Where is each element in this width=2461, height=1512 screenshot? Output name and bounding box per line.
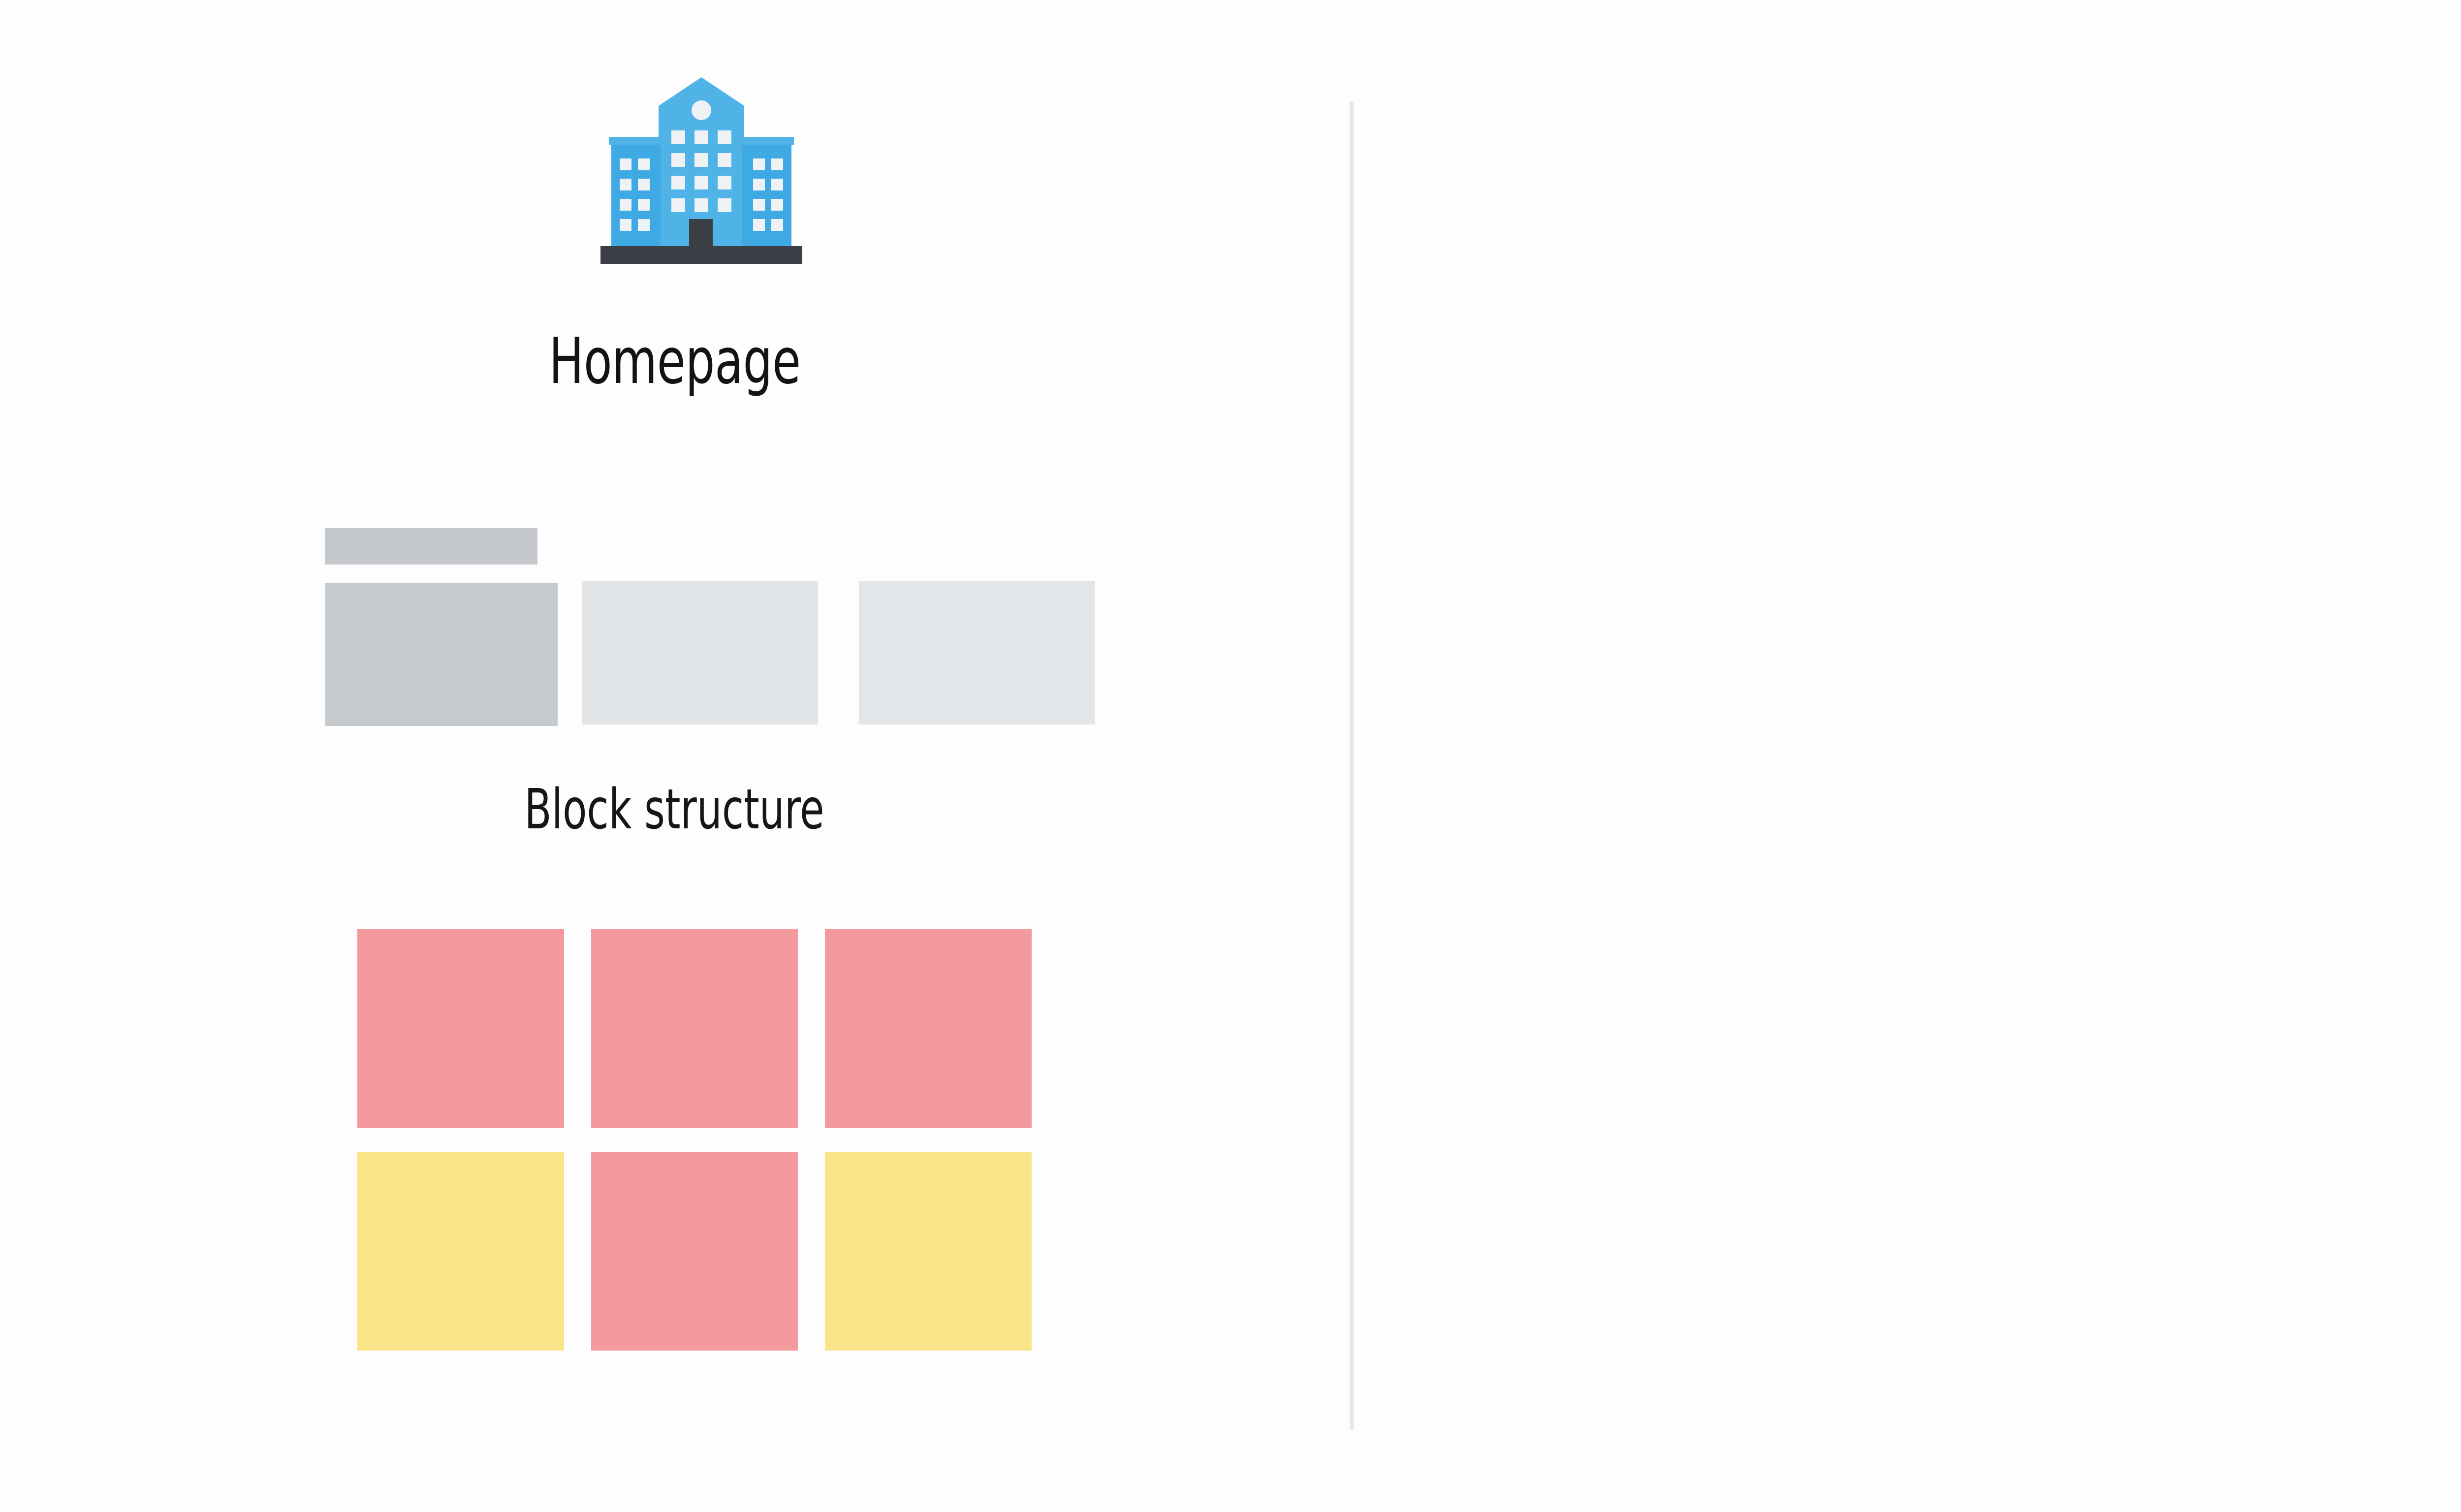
wireframe-block-3 [859, 581, 1095, 724]
grid-cell [357, 929, 564, 1128]
wireframe-block-2 [582, 581, 818, 724]
wireframe-top-bar [325, 528, 537, 565]
homepage-title: Homepage [549, 325, 801, 398]
block-structure-label: Block structure [524, 778, 824, 842]
wireframe-block-1 [325, 583, 558, 726]
grid-cell [591, 1152, 798, 1351]
grid-cell [357, 1152, 564, 1351]
block-structure-grid [357, 929, 1032, 1382]
homepage-panel: Homepage Block structure [325, 49, 1095, 1382]
grid-cell [825, 929, 1032, 1128]
office-building-icon [586, 49, 817, 281]
panel-divider [1350, 101, 1354, 1430]
grid-cell [591, 929, 798, 1128]
grid-cell [825, 1152, 1032, 1351]
landing-page-panel: Landing Page Call-to Action Single-messa… [1354, 0, 2461, 1512]
